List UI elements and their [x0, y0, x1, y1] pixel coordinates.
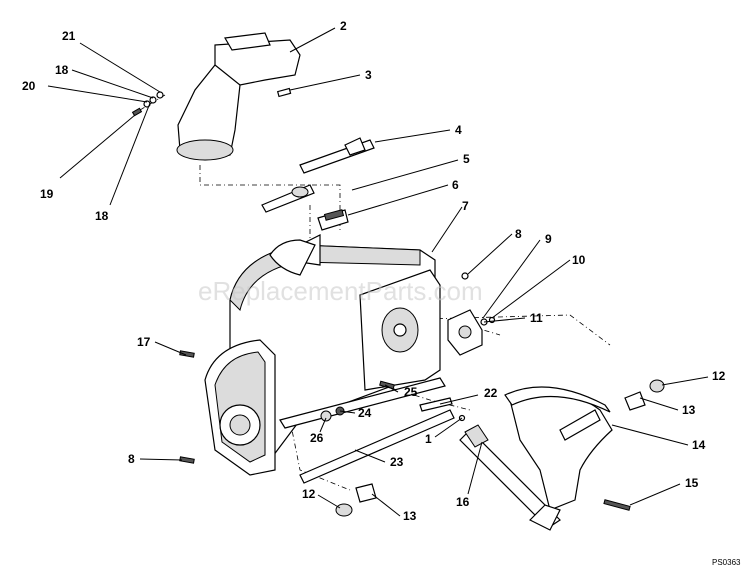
callout-24: 24	[358, 406, 372, 420]
callout-13-right: 13	[682, 403, 696, 417]
callout-22: 22	[484, 386, 498, 400]
callout-18-top: 18	[55, 63, 69, 77]
callout-12-bottom: 12	[302, 487, 316, 501]
callout-4: 4	[455, 123, 462, 137]
callout-14: 14	[692, 438, 706, 452]
chute-bolt	[276, 87, 292, 98]
left-bushing	[335, 483, 377, 517]
chute-hardware	[131, 91, 164, 117]
callout-1: 1	[425, 432, 432, 446]
callout-6: 6	[452, 178, 459, 192]
callout-23: 23	[390, 455, 404, 469]
auger-bolt	[603, 499, 631, 511]
scraper-bar	[299, 397, 455, 484]
callout-13-bottom: 13	[403, 509, 417, 523]
callout-11: 11	[530, 311, 543, 325]
callout-12-right: 12	[712, 369, 726, 383]
auger-assembly	[459, 386, 613, 531]
crank-bracket	[317, 209, 349, 231]
callout-5: 5	[463, 152, 470, 166]
callout-26: 26	[310, 431, 324, 445]
bearing-plate	[447, 272, 496, 356]
watermark-text: eReplacementParts.com	[198, 276, 483, 306]
auger-housing	[204, 234, 446, 476]
callout-9: 9	[545, 232, 552, 246]
callout-8-top: 8	[515, 227, 522, 241]
callout-labels: 21 18 20 19 18 2 3 4 5 6 7 8 9 10 11 17 …	[22, 19, 726, 523]
leader-lines	[47, 27, 709, 517]
callout-3: 3	[365, 68, 372, 82]
callout-19: 19	[40, 187, 54, 201]
diagram-code: PS0363	[712, 558, 741, 567]
crank-assembly	[261, 137, 375, 213]
callout-15: 15	[685, 476, 699, 490]
callout-10: 10	[572, 253, 586, 267]
callout-21: 21	[62, 29, 76, 43]
callout-17: 17	[137, 335, 151, 349]
right-bushing	[624, 379, 665, 411]
callout-20: 20	[22, 79, 36, 93]
callout-7: 7	[462, 199, 469, 213]
callout-2: 2	[340, 19, 347, 33]
callout-16: 16	[456, 495, 470, 509]
callout-18-bottom: 18	[95, 209, 109, 223]
discharge-chute	[176, 32, 301, 161]
callout-8-bottom: 8	[128, 452, 135, 466]
callout-25: 25	[404, 385, 418, 399]
